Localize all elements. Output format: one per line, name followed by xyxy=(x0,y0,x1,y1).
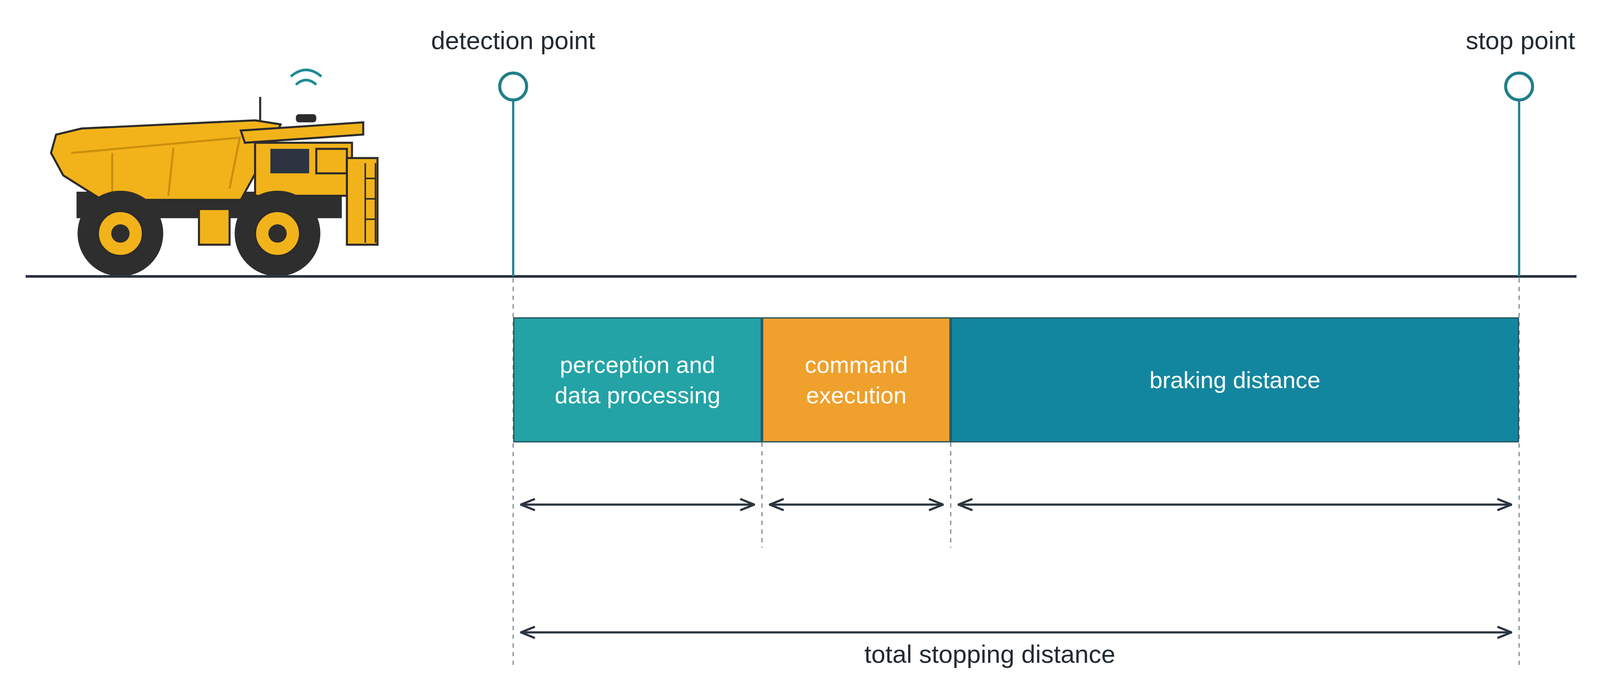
stop-marker xyxy=(1505,73,1533,277)
process-segment: braking distance xyxy=(950,317,1520,443)
point-label: stop point xyxy=(1465,25,1576,56)
ground-line xyxy=(25,275,1577,278)
detection-marker xyxy=(499,73,527,277)
dimension-arrows xyxy=(521,504,1512,633)
point-label: detection point xyxy=(430,25,595,56)
guide-lines xyxy=(513,278,1520,669)
segment-label: command execution xyxy=(784,349,928,411)
process-segment: perception and data processing xyxy=(513,317,762,443)
process-segment: command execution xyxy=(761,317,951,443)
segment-text-group: perception and data processing xyxy=(536,349,739,411)
haul-truck xyxy=(50,70,378,277)
segment-label: braking distance xyxy=(1149,364,1321,396)
dimension-label: total stopping distance xyxy=(864,639,1116,670)
segment-text-group: command execution xyxy=(784,349,928,411)
segment-text-group: braking distance xyxy=(1149,364,1321,396)
segment-label: perception and data processing xyxy=(536,349,739,411)
